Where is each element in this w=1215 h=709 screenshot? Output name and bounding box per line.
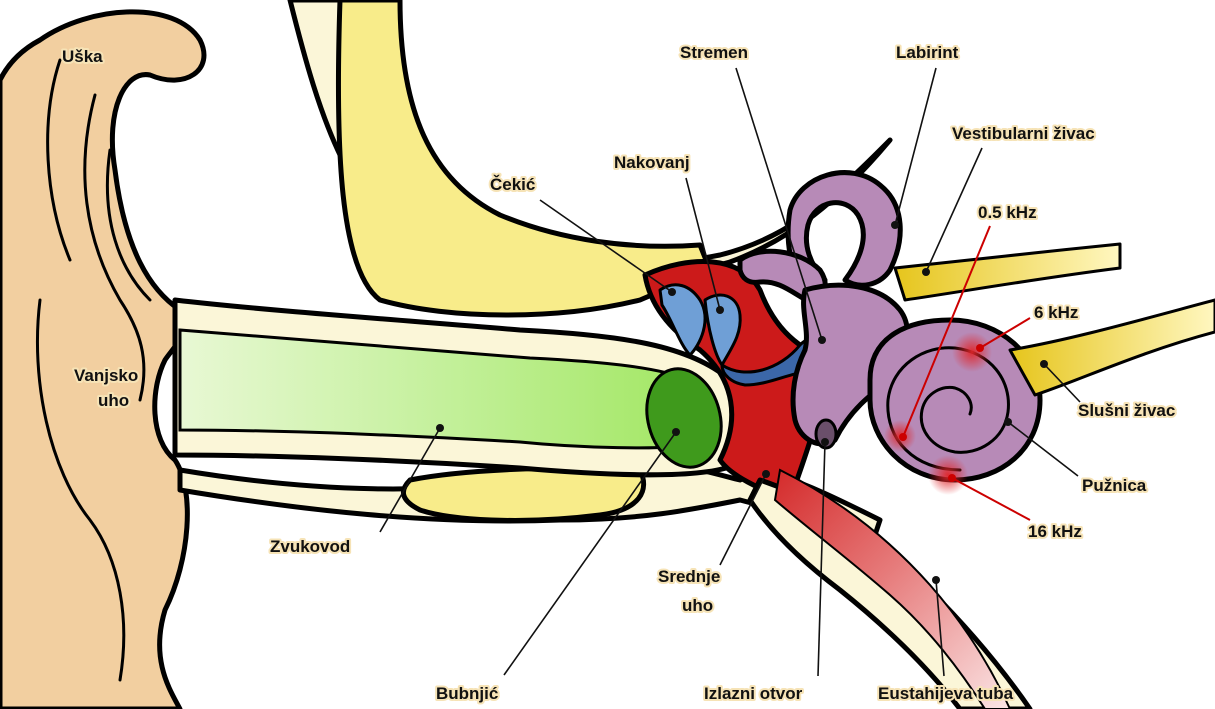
- label-srednje-uho-line1: Srednje: [658, 567, 720, 586]
- label-srednje-uho-line2: uho: [682, 596, 713, 615]
- label-nakovanj: Nakovanj: [614, 153, 690, 172]
- hotspot-16khz: [928, 455, 968, 495]
- label-6khz: 6 kHz: [1034, 303, 1078, 322]
- label-slusni-zivac: Slušni živac: [1078, 401, 1175, 420]
- label-zvukovod: Zvukovod: [270, 537, 350, 556]
- label-05khz: 0.5 kHz: [978, 203, 1037, 222]
- label-cekic: Čekić: [490, 175, 535, 194]
- eustachian-tube: [750, 470, 1030, 709]
- label-stremen: Stremen: [680, 43, 748, 62]
- label-vestibularni-zivac: Vestibularni živac: [952, 124, 1095, 143]
- label-vanjsko-uho-line1: Vanjsko: [74, 366, 138, 385]
- label-izlazni-otvor: Izlazni otvor: [704, 684, 803, 703]
- label-vanjsko-uho-line2: uho: [98, 391, 129, 410]
- label-eustahijeva-tuba: Eustahijeva tuba: [878, 684, 1014, 703]
- label-labirint: Labirint: [896, 43, 959, 62]
- label-puznica: Pužnica: [1082, 476, 1147, 495]
- label-16khz: 16 kHz: [1028, 522, 1082, 541]
- hotspot-6khz: [952, 332, 992, 372]
- label-uska: Uška: [62, 47, 103, 66]
- label-bubnjic: Bubnjić: [436, 684, 498, 703]
